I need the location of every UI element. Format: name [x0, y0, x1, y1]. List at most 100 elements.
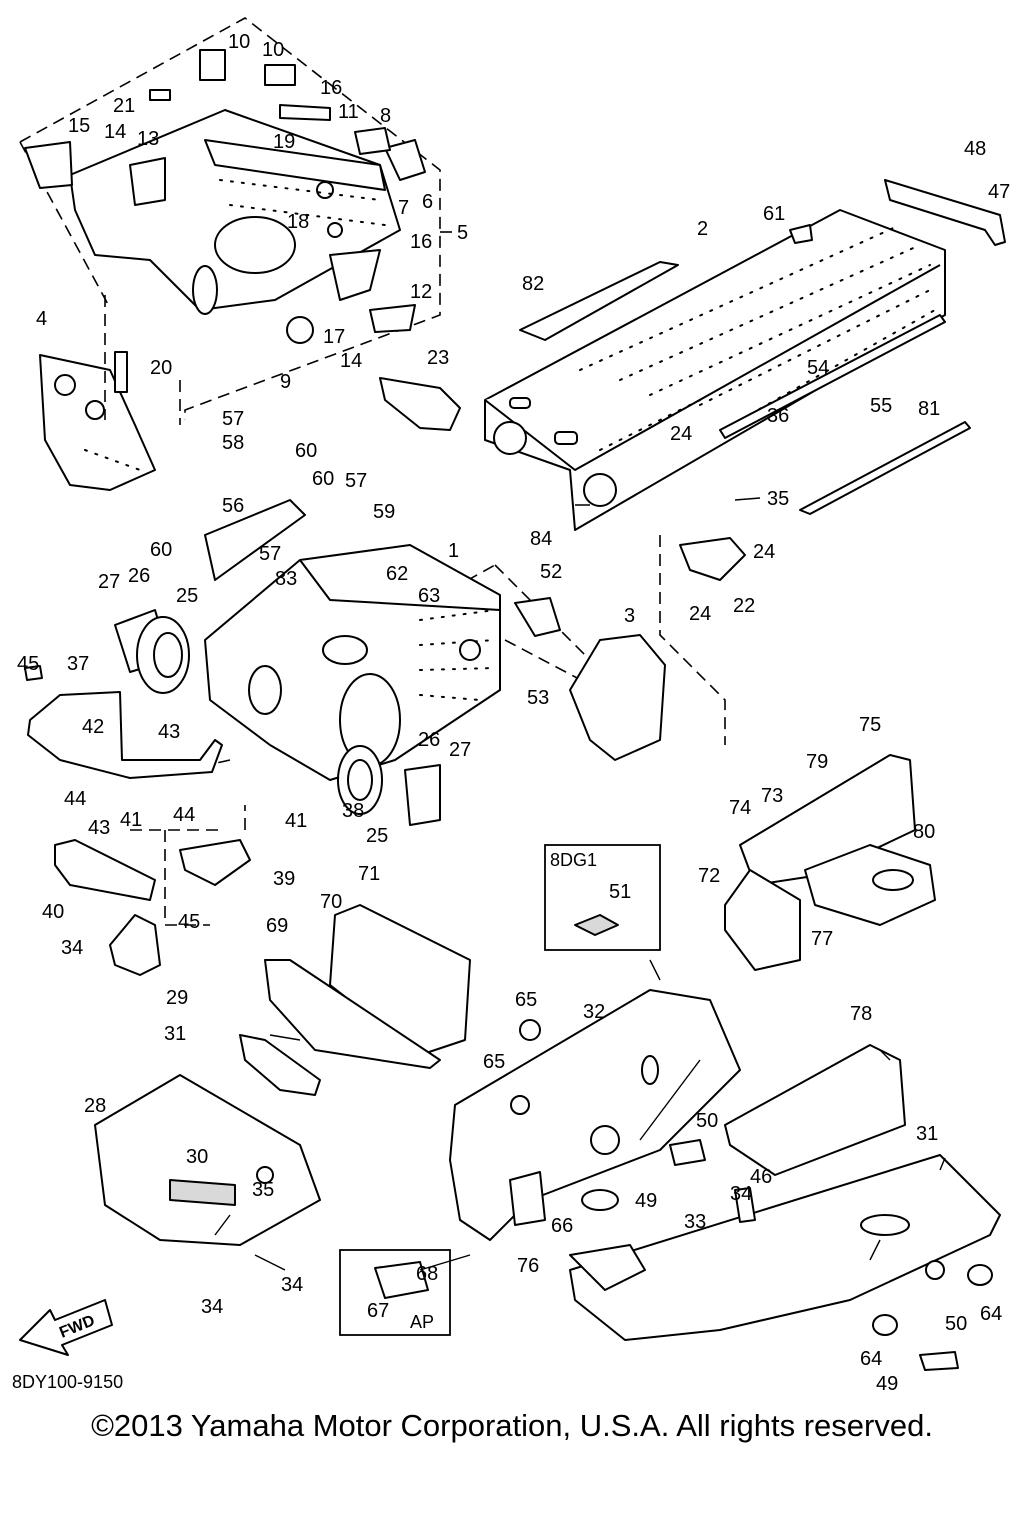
callout-43: 43	[88, 817, 110, 839]
callout-45: 45	[178, 911, 200, 933]
pan-78	[724, 1044, 906, 1176]
callout-49: 49	[635, 1190, 657, 1212]
callout-30: 30	[186, 1146, 208, 1168]
callout-44: 44	[64, 788, 86, 810]
callout-41: 41	[120, 809, 142, 831]
callout-67: 67	[367, 1300, 389, 1322]
callout-33: 33	[684, 1211, 706, 1233]
bracket-67	[374, 1261, 429, 1299]
model-box	[544, 844, 661, 951]
plate-51	[574, 914, 619, 936]
callout-65: 65	[483, 1051, 505, 1073]
callout-60: 60	[312, 468, 334, 490]
callout-79: 79	[806, 751, 828, 773]
rail-81	[799, 421, 971, 515]
callout-76: 76	[517, 1255, 539, 1277]
callout-32: 32	[583, 1001, 605, 1023]
bracket-47	[884, 179, 1006, 246]
callout-58: 58	[222, 432, 244, 454]
callout-57: 57	[345, 470, 367, 492]
callout-48: 48	[964, 138, 986, 160]
callout-31: 31	[916, 1123, 938, 1145]
callout-80: 80	[913, 821, 935, 843]
callout-40: 40	[42, 901, 64, 923]
callout-29: 29	[166, 987, 188, 1009]
bracket-50-mid	[669, 1139, 706, 1166]
callout-43: 43	[158, 721, 180, 743]
pan-70	[329, 904, 471, 1056]
diagram-code: 8DY100-9150	[12, 1372, 124, 1392]
callout-60: 60	[150, 539, 172, 561]
bracket-3	[569, 634, 666, 761]
plate-52	[514, 597, 561, 637]
callout-26: 26	[128, 565, 150, 587]
callout-25: 25	[176, 585, 198, 607]
callout-7: 7	[398, 197, 409, 219]
grommet-65-mid	[510, 1095, 530, 1115]
bracket-4	[39, 351, 156, 491]
callout-77: 77	[811, 928, 833, 950]
callout-73: 73	[761, 785, 783, 807]
callout-24: 24	[670, 423, 692, 445]
callout-47: 47	[988, 181, 1010, 203]
callout-34: 34	[201, 1296, 223, 1318]
callout-10: 10	[228, 31, 250, 53]
handle-37	[27, 691, 223, 779]
callout-64: 64	[860, 1348, 882, 1370]
callout-50: 50	[696, 1110, 718, 1132]
callout-78: 78	[850, 1003, 872, 1025]
callout-42: 42	[82, 716, 104, 738]
callout-1: 1	[448, 540, 459, 562]
callout-84: 84	[530, 528, 552, 550]
panel-72	[724, 869, 801, 971]
pan-28	[94, 1074, 321, 1246]
callout-16: 16	[320, 77, 342, 99]
fwd-arrow-icon: FWD	[19, 1299, 113, 1356]
boot-25-right	[337, 745, 441, 826]
callout-44: 44	[173, 804, 195, 826]
callout-14: 14	[340, 350, 362, 372]
callout-22: 22	[733, 595, 755, 617]
callout-24: 24	[689, 603, 711, 625]
callout-6: 6	[422, 191, 433, 213]
callout-34: 34	[730, 1183, 752, 1205]
callout-24: 24	[753, 541, 775, 563]
callout-34: 34	[281, 1274, 303, 1296]
callout-72: 72	[698, 865, 720, 887]
callout-62: 62	[386, 563, 408, 585]
callout-65: 65	[515, 989, 537, 1011]
callout-14: 14	[104, 121, 126, 143]
rail-upper-long	[719, 314, 946, 439]
callout-12: 12	[410, 281, 432, 303]
panel-76	[569, 1244, 646, 1291]
callout-10: 10	[262, 39, 284, 61]
callout-35: 35	[767, 488, 789, 510]
bracket-33	[734, 1187, 756, 1223]
model-box-label: 8DG1	[550, 850, 597, 870]
callout-38: 38	[342, 800, 364, 822]
callout-57: 57	[222, 408, 244, 430]
callout-16: 16	[410, 231, 432, 253]
callout-13: 13	[137, 128, 159, 150]
callout-39: 39	[273, 868, 295, 890]
callout-68: 68	[416, 1263, 438, 1285]
callout-11: 11	[338, 101, 359, 123]
callout-9: 9	[280, 371, 291, 393]
callout-19: 19	[273, 131, 295, 153]
callout-28: 28	[84, 1095, 106, 1117]
tunnel-2	[484, 209, 946, 531]
callout-2: 2	[697, 218, 708, 240]
callout-27: 27	[98, 571, 120, 593]
variant-box	[339, 1249, 451, 1336]
bracket-50-low	[919, 1351, 959, 1371]
pan-69	[264, 959, 441, 1069]
callout-83: 83	[275, 568, 297, 590]
callout-54: 54	[807, 357, 829, 379]
callout-8: 8	[380, 105, 391, 127]
bracket-39	[179, 839, 251, 886]
grip-40	[54, 839, 156, 901]
callout-18: 18	[287, 211, 309, 233]
pan-77	[804, 844, 936, 926]
callout-74: 74	[729, 797, 751, 819]
